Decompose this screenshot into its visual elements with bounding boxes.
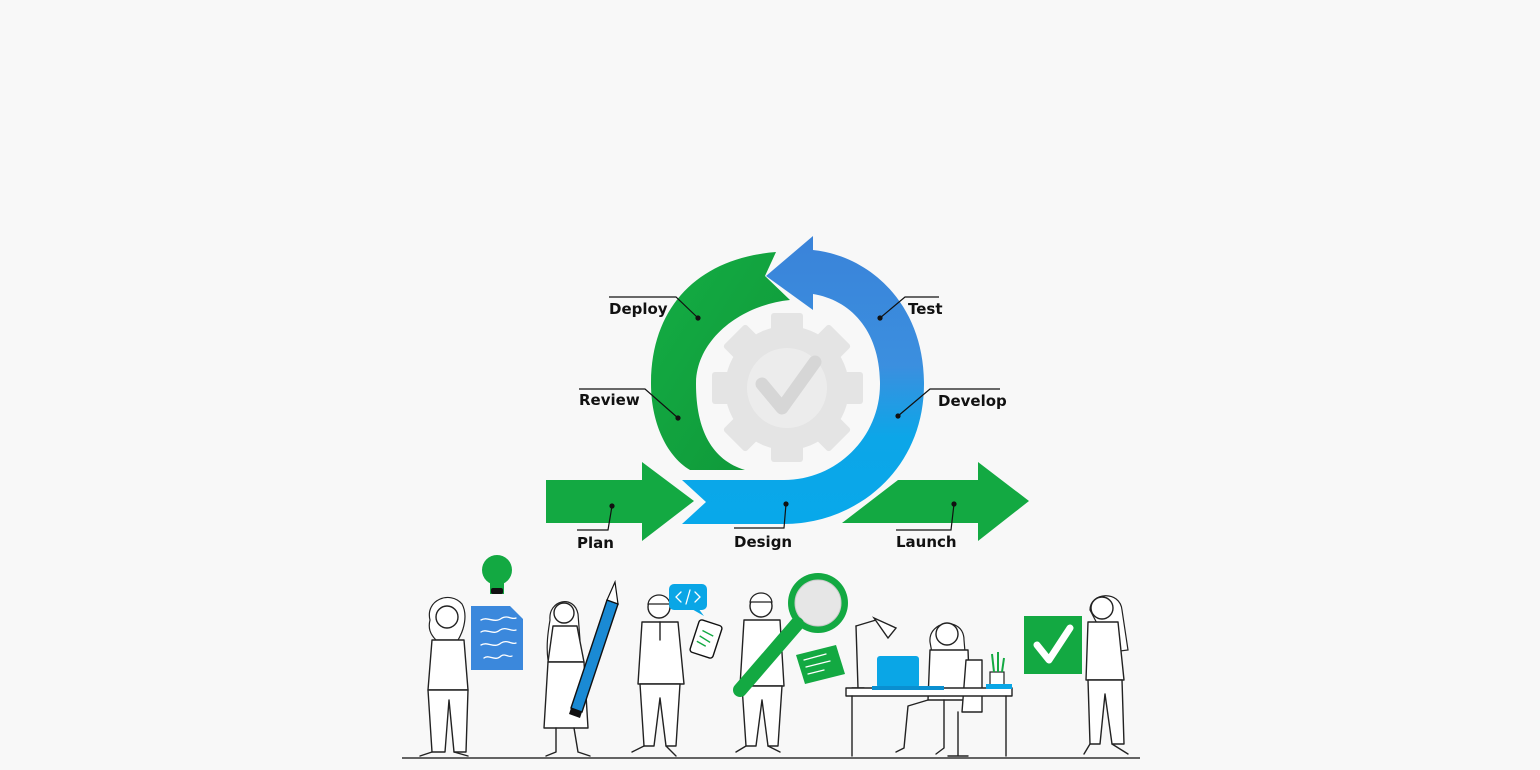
- desk-lamp-icon: [986, 652, 1012, 689]
- document-icon: [471, 606, 523, 670]
- svg-text:Review: Review: [579, 391, 640, 409]
- label-launch: Launch: [896, 501, 957, 551]
- gear-check-icon: [712, 313, 863, 462]
- code-bubble-icon: [669, 584, 707, 616]
- person-with-document: [419, 596, 469, 757]
- person-with-checkmark: [1083, 595, 1129, 755]
- svg-text:Launch: Launch: [896, 533, 957, 551]
- launch-arrow: [842, 462, 1029, 541]
- lightbulb-icon: [482, 555, 512, 594]
- label-test: Test: [877, 296, 943, 321]
- svg-text:Develop: Develop: [938, 392, 1007, 410]
- blue-arc: [682, 236, 924, 524]
- label-design: Design: [734, 501, 792, 551]
- svg-text:Plan: Plan: [577, 534, 614, 552]
- checkmark-card-icon: [1024, 616, 1082, 674]
- magnifier-icon: [733, 573, 848, 697]
- pencil-icon: [569, 579, 619, 718]
- plan-arrow: [546, 462, 694, 541]
- laptop-icon: [872, 656, 944, 690]
- svg-text:Test: Test: [908, 300, 943, 318]
- label-deploy: Deploy: [609, 296, 701, 321]
- svg-text:Design: Design: [734, 533, 792, 551]
- svg-text:Deploy: Deploy: [609, 300, 668, 318]
- person-with-magnifier: [735, 592, 785, 753]
- label-review: Review: [579, 388, 681, 421]
- person-with-tablet: [631, 594, 685, 757]
- tablet-icon: [689, 619, 723, 659]
- label-develop: Develop: [895, 388, 1007, 419]
- code-sheet-icon: [796, 645, 845, 684]
- label-plan: Plan: [577, 503, 615, 552]
